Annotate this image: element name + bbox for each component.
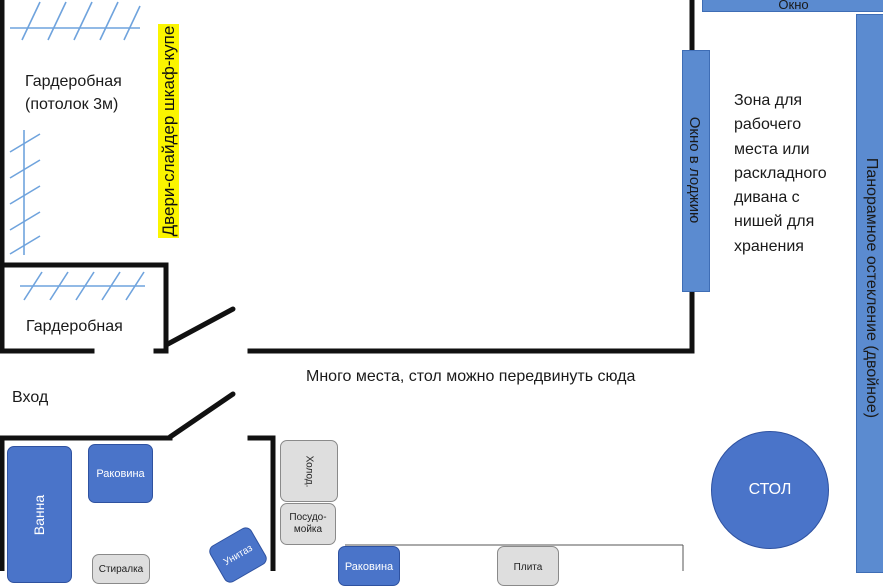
wardrobe-main-label: Гардеробная (потолок 3м) xyxy=(25,70,122,116)
window-loggia xyxy=(682,50,710,292)
work-zone-label: Зона для рабочего места или раскладного … xyxy=(734,92,827,255)
corridor-note: Много места, стол можно передвинуть сюда xyxy=(306,368,636,385)
dishwasher: Посудо-мойка xyxy=(280,503,336,545)
stove: Плита xyxy=(497,546,559,586)
bath-label: Ванна xyxy=(31,494,48,535)
fridge: Холод. xyxy=(280,440,338,502)
wardrobe-small-label: Гардеробная xyxy=(26,318,123,335)
wardrobe-main-title: Гардеробная xyxy=(25,73,122,90)
door-small-wardrobe xyxy=(163,306,236,348)
floor-plan-walls xyxy=(0,0,695,571)
sliding-doors-label: Двери-слайдер шкаф-купе xyxy=(158,23,179,239)
wardrobe-main-ceiling: (потолок 3м) xyxy=(25,96,119,114)
window-panoramic-label: Панорамное остекление (двойное) xyxy=(863,157,880,419)
window-panoramic xyxy=(856,14,883,573)
window-loggia-label: Окно в лоджию xyxy=(686,116,703,224)
window-top: Окно xyxy=(702,0,883,12)
window-top-label: Окно xyxy=(778,0,809,12)
door-bathroom xyxy=(167,391,236,440)
bath: Ванна xyxy=(7,446,72,583)
kitchen-sink: Раковина xyxy=(338,546,400,586)
washing-machine: Стиралка xyxy=(92,554,150,584)
entrance-label: Вход xyxy=(12,389,49,406)
dining-table: СТОЛ xyxy=(711,431,829,549)
bath-sink: Раковина xyxy=(88,444,153,503)
fridge-label: Холод. xyxy=(303,455,315,487)
